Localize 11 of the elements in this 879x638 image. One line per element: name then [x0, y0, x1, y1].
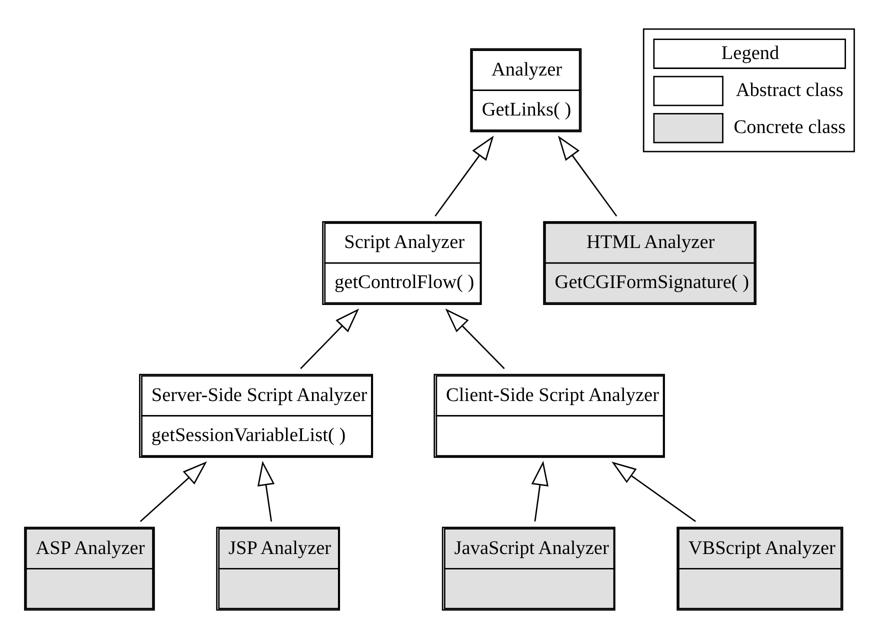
arrow — [612, 461, 696, 522]
arrow — [300, 308, 360, 369]
label: Legend — [721, 42, 780, 64]
arrow — [445, 308, 505, 369]
arrow — [257, 460, 275, 522]
arrow — [531, 460, 549, 522]
arrow — [434, 135, 494, 216]
arrow — [558, 135, 618, 216]
legend-label: Abstract class — [736, 80, 844, 101]
legend-label: Concrete class — [734, 116, 846, 138]
arrow — [140, 460, 208, 522]
